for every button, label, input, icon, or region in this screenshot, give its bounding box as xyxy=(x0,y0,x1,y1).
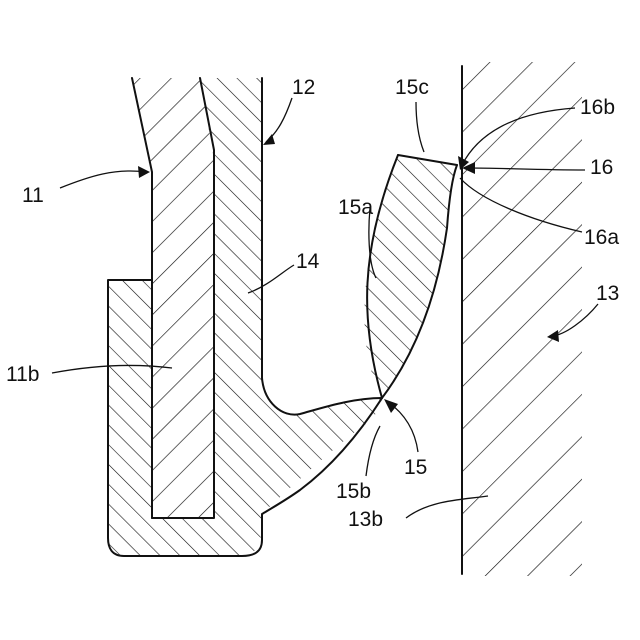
label-11: 11 xyxy=(22,184,44,207)
label-13b: 13b xyxy=(348,508,383,531)
label-15c: 15c xyxy=(395,76,429,99)
part-12-plate xyxy=(108,78,382,556)
label-15b: 15b xyxy=(336,480,371,503)
label-16a: 16a xyxy=(584,226,619,249)
label-11b: 11b xyxy=(6,363,39,386)
part-13-wall xyxy=(461,62,582,576)
label-16b: 16b xyxy=(580,96,615,119)
label-15a: 15a xyxy=(338,196,373,219)
label-12: 12 xyxy=(292,76,315,99)
label-15: 15 xyxy=(404,456,427,479)
part-15-lip xyxy=(364,155,457,398)
leader-lines xyxy=(51,97,599,519)
label-13: 13 xyxy=(596,282,619,305)
label-14: 14 xyxy=(296,250,320,273)
reference-labels: 11 11b 12 13 13b 14 15 15a 15b 15c 16 16… xyxy=(6,76,619,531)
label-16: 16 xyxy=(590,156,613,179)
outlines xyxy=(107,77,458,557)
